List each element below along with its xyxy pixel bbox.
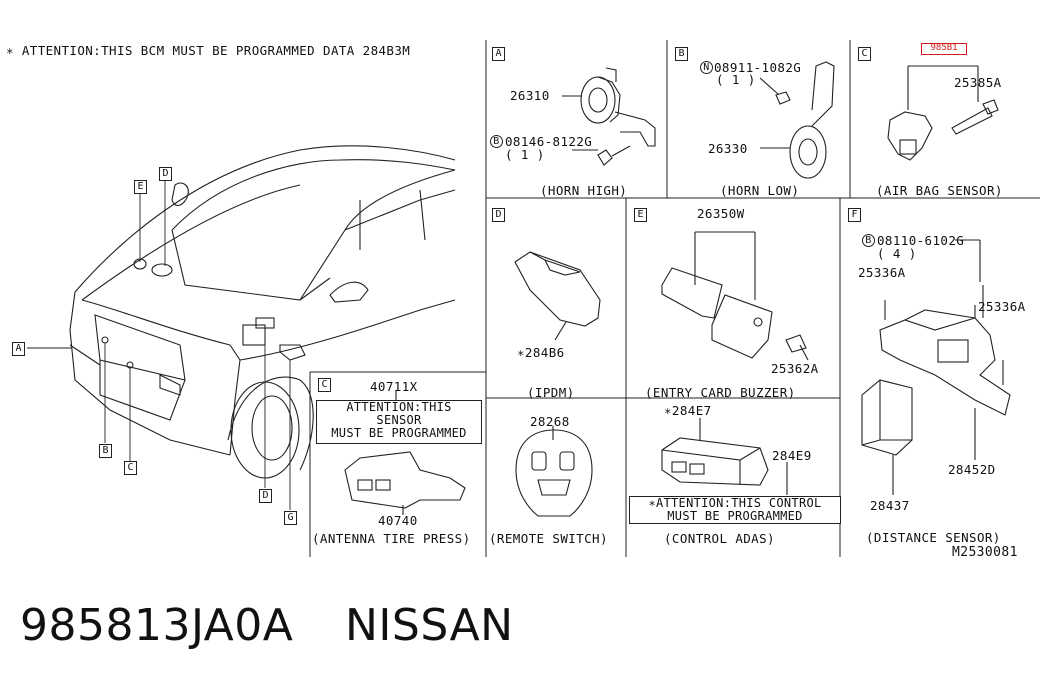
panel-g-tag: C [318,378,331,392]
adas-bracket-part: 284E9 [772,448,812,463]
panel-d-caption: (IPDM) [527,385,575,400]
distance-sensor-illustration [861,239,1011,495]
callout-e: E [134,180,147,194]
panel-g-part-top: 40711X [370,379,418,394]
ipdm-illustration [514,251,601,341]
panel-g-part-bottom: 40740 [378,513,418,528]
panel-b-horn-part: 26330 [708,141,748,156]
entry-buzzer-illustration [661,231,809,361]
panel-grid [309,40,1040,557]
panel-f-bolt-part: 08110-6102G [877,233,965,248]
panel-b-tag: B [675,47,688,61]
panel-c-tag: C [858,47,871,61]
panel-g-attention-line-1: ATTENTION:THIS [346,400,452,414]
panel-c-highlight-part: 985B1 [921,43,967,55]
panel-d-tag: D [492,208,505,222]
panel-a-tag: A [492,47,505,61]
callout-d-lower: D [259,489,272,503]
panel-c-bolt-part: 25385A [954,75,1002,90]
vehicle-callout-leaders [27,180,291,510]
adas-caption: (CONTROL ADAS) [664,531,775,546]
callout-b: B [99,444,112,458]
panel-f-bolt-qty: ( 4 ) [877,246,917,261]
panel-a-horn-part: 26310 [510,88,550,103]
panel-g-caption: (ANTENNA TIRE PRESS) [312,531,471,546]
panel-e-caption: (ENTRY CARD BUZZER) [645,385,796,400]
callout-g: G [284,511,297,525]
airbag-sensor-illustration [887,65,999,161]
diagram-code: M2530081 [952,545,1018,560]
panel-b-nut-qty: ( 1 ) [716,72,756,87]
callout-d: D [159,167,172,181]
panel-e-buzzer-part: 26350W [697,206,745,221]
footer-part-number: 985813JA0A [20,600,294,651]
panel-f-bracket-right: 25336A [978,299,1026,314]
panel-g-attention-box: ATTENTION:THIS SENSOR MUST BE PROGRAMMED [316,400,482,444]
panel-a-bolt-qty: ( 1 ) [505,147,545,162]
remote-switch-illustration [515,426,593,517]
panel-f-caption: (DISTANCE SENSOR) [866,530,1001,545]
panel-e-bolt-part: 25362A [771,361,819,376]
panel-g-attention-line-2: SENSOR [376,413,422,427]
panel-b-nut-part: 08911-1082G [714,60,802,75]
adas-unit-part: ∗284E7 [664,403,712,418]
panel-a-bolt-part: 08146-8122G [505,134,593,149]
panel-e-tag: E [634,208,647,222]
adas-attention-line-2: MUST BE PROGRAMMED [667,509,803,523]
horn-high-illustration [562,67,656,166]
panel-f-unit-part: 28437 [870,498,910,513]
panel-d-part: ∗284B6 [517,345,565,360]
antenna-tire-press-illustration [344,390,466,515]
adas-attention-box: ∗ATTENTION:THIS CONTROL MUST BE PROGRAMM… [629,496,841,524]
panel-g-attention-line-3: MUST BE PROGRAMMED [331,426,467,440]
adas-attention-line-1: ∗ATTENTION:THIS CONTROL [648,496,822,510]
horn-low-illustration [759,61,835,179]
panel-f-sensor-part: 28452D [948,462,996,477]
attention-header: ∗ ATTENTION:THIS BCM MUST BE PROGRAMMED … [6,43,411,58]
callout-c: C [124,461,137,475]
remote-caption: (REMOTE SWITCH) [489,531,608,546]
panel-f-bracket-left: 25336A [858,265,906,280]
panel-f-tag: F [848,208,861,222]
panel-a-caption: (HORN HIGH) [540,183,628,198]
callout-a: A [12,342,25,356]
panel-c-caption: (AIR BAG SENSOR) [876,183,1003,198]
panel-b-nut-symbol: N [700,61,713,74]
remote-part: 28268 [530,414,570,429]
panel-b-caption: (HORN LOW) [720,183,800,198]
control-adas-illustration [661,418,788,495]
panel-a-bolt-symbol: B [490,135,503,148]
panel-f-bolt-symbol: B [862,234,875,247]
footer-brand: NISSAN [345,600,514,651]
